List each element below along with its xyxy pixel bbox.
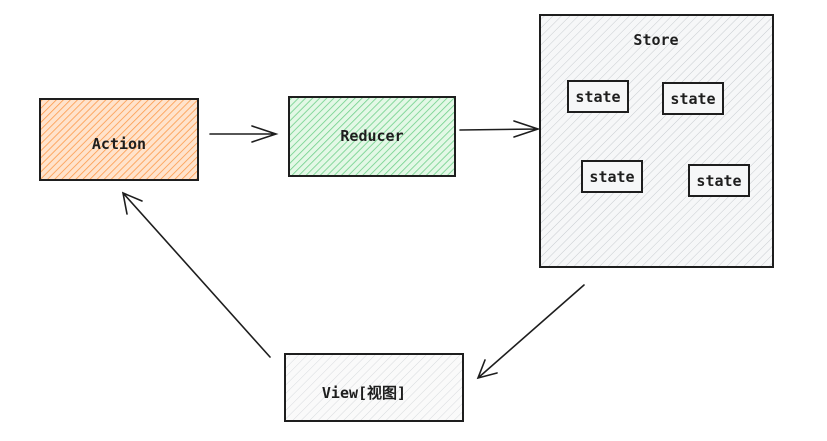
store-node: Store state state state state xyxy=(539,14,774,268)
view-label: View[视图] xyxy=(322,384,406,402)
reducer-node: Reducer xyxy=(288,96,456,177)
arrow-view-to-action xyxy=(121,191,271,358)
state-box: state xyxy=(662,82,724,115)
state-box: state xyxy=(688,164,750,197)
arrow-reducer-to-store xyxy=(459,120,541,138)
reducer-label: Reducer xyxy=(340,127,403,145)
arrow-store-to-view xyxy=(476,284,585,380)
state-label: state xyxy=(589,168,634,186)
action-node: Action xyxy=(39,98,199,181)
state-box: state xyxy=(567,80,629,113)
state-label: state xyxy=(696,172,741,190)
view-node: View[视图] xyxy=(284,353,464,422)
state-label: state xyxy=(670,90,715,108)
arrow-action-to-reducer xyxy=(209,125,279,143)
state-label: state xyxy=(575,88,620,106)
store-label: Store xyxy=(633,31,678,49)
action-label: Action xyxy=(92,135,146,153)
state-box: state xyxy=(581,160,643,193)
